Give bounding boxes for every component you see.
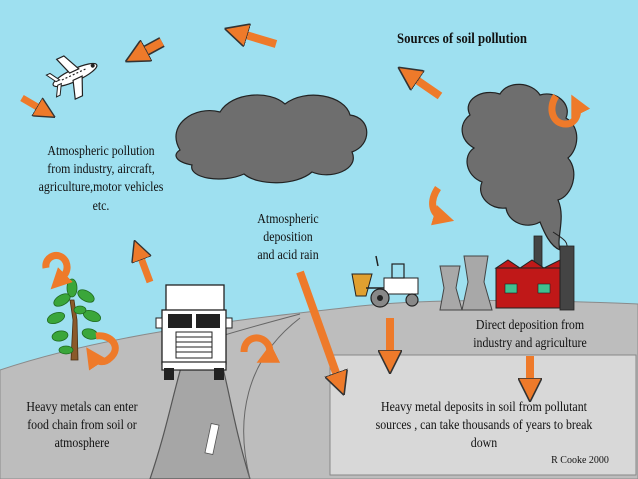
arrow-icon: [86, 332, 119, 371]
label-line: atmosphere: [54, 435, 110, 451]
label-line: Direct deposition from: [475, 317, 585, 332]
arrow-icon: [240, 334, 281, 363]
label-line: from industry, aircraft,: [47, 161, 155, 177]
label-atmospheric-deposition: Atmospheric deposition and acid rain: [244, 210, 332, 265]
arrow-icon: [136, 37, 165, 56]
label-line: etc.: [92, 197, 110, 213]
airplane-icon: [45, 55, 98, 101]
label-line: sources , can take thousands of years to…: [375, 417, 593, 433]
label-line: deposition: [263, 229, 313, 245]
road-curve: [243, 317, 301, 479]
arrow-icon: [236, 32, 278, 48]
label-line: Atmospheric pollution: [47, 143, 155, 158]
label-line: down: [470, 435, 498, 451]
arrow-icon: [20, 94, 46, 112]
soil-box: [329, 354, 637, 476]
label-line: and acid rain: [257, 247, 319, 263]
road-marking: [204, 423, 220, 455]
factory-icon: [494, 235, 575, 311]
label-atmospheric-pollution: Atmospheric pollution from industry, air…: [26, 142, 176, 215]
arrow-icon: [42, 252, 73, 290]
label-line: Atmospheric: [257, 211, 319, 226]
label-heavy-metals-food-chain: Heavy metals can enter food chain from s…: [13, 398, 150, 453]
arrow-icon: [429, 186, 455, 226]
arrow-icon: [408, 74, 443, 100]
label-line: agriculture,motor vehicles: [38, 179, 164, 195]
label-heavy-metal-deposits: Heavy metal deposits in soil from pollut…: [354, 398, 614, 453]
arrow-icon: [138, 250, 154, 284]
diagram-title: Sources of soil pollution: [397, 31, 527, 47]
label-line: food chain from soil or: [27, 417, 137, 433]
smoke-cloud-icon: [461, 83, 578, 252]
label-direct-deposition: Direct deposition from industry and agri…: [460, 316, 601, 352]
tractor-icon: [351, 255, 419, 308]
label-line: Heavy metal deposits in soil from pollut…: [381, 399, 587, 414]
truck-icon: [155, 284, 233, 380]
cooling-tower-icon: [439, 255, 493, 311]
cloud-icon: [175, 94, 368, 184]
arrow-icon: [296, 270, 340, 384]
arrow-icon: [548, 94, 591, 128]
label-line: Heavy metals can enter: [26, 399, 138, 414]
credit-text: R Cooke 2000: [551, 455, 609, 466]
label-line: industry and agriculture: [473, 335, 587, 351]
